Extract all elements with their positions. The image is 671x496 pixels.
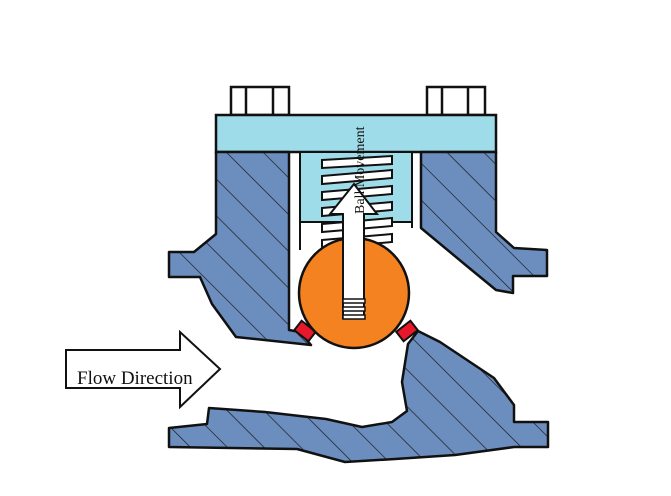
valve-body-upper-left [167,150,313,347]
valve-cover [214,113,498,154]
ball-marks [342,298,366,320]
valve-body-lower [167,329,550,464]
right-bolt [425,85,487,117]
left-bolt [229,85,291,117]
right-seat [394,319,420,343]
flow-direction-label: Flow Direction [77,368,193,389]
valve-body-upper-right [419,150,549,295]
flow-direction-arrow [65,329,222,410]
ball-movement-label: Ball Movement [353,126,368,214]
